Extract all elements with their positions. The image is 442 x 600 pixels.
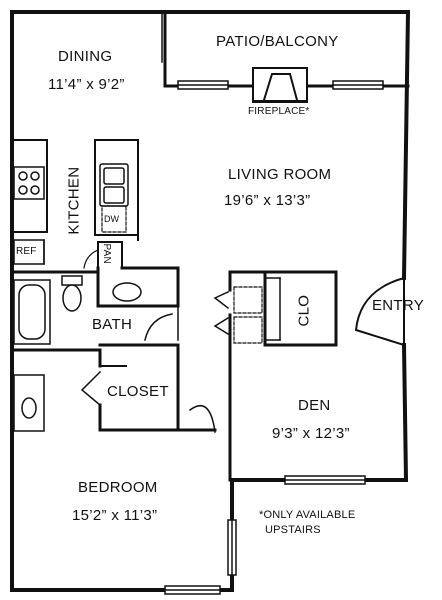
clo-interior bbox=[264, 277, 281, 341]
bedroom-window-right bbox=[227, 519, 237, 576]
closet-label: CLOSET bbox=[107, 383, 169, 400]
living-room-dims: 19’6” x 13’3” bbox=[224, 192, 311, 209]
living-room-label: LIVING ROOM bbox=[228, 166, 332, 183]
entry-label: ENTRY bbox=[372, 297, 425, 314]
dining-dims: 11’4” x 9’2” bbox=[48, 76, 125, 93]
bedroom-closet bbox=[13, 374, 45, 432]
bifold-doors bbox=[213, 291, 230, 336]
bedroom-window-bottom bbox=[164, 585, 221, 595]
bath-label: BATH bbox=[92, 316, 133, 333]
closet-walls bbox=[80, 343, 180, 432]
kitchen-sink-icon bbox=[99, 163, 129, 207]
bath-door bbox=[144, 305, 179, 341]
dining-label: DINING bbox=[58, 48, 113, 65]
closet-door bbox=[188, 405, 216, 433]
den-label: DEN bbox=[298, 397, 331, 414]
refrigerator-icon bbox=[13, 239, 45, 265]
bath-sink-icon bbox=[112, 282, 142, 302]
kitchen-label: KITCHEN bbox=[65, 166, 83, 235]
bedroom-dims: 15’2” x 11’3” bbox=[72, 507, 158, 524]
kitchen-counters bbox=[11, 139, 139, 241]
linen-shelves bbox=[233, 286, 263, 344]
fireplace-icon bbox=[252, 67, 308, 103]
entry-door bbox=[354, 276, 406, 347]
availability-note-line2: UPSTAIRS bbox=[265, 524, 321, 536]
fireplace-label: FIREPLACE* bbox=[248, 106, 310, 117]
bathtub-icon bbox=[13, 279, 51, 345]
refrigerator-label: REF bbox=[16, 246, 37, 257]
bedroom-label: BEDROOM bbox=[78, 479, 158, 496]
pantry-walls bbox=[83, 241, 123, 269]
bath-walls bbox=[10, 266, 180, 368]
availability-note-line1: *ONLY AVAILABLE bbox=[259, 509, 356, 521]
clo-label: CLO bbox=[295, 294, 313, 327]
stove-icon bbox=[13, 166, 45, 200]
toilet-icon bbox=[61, 275, 83, 312]
patio-windows bbox=[177, 80, 384, 90]
den-window bbox=[284, 475, 366, 485]
pantry-label: PAN bbox=[100, 243, 112, 264]
den-dims: 9’3” x 12’3” bbox=[272, 425, 350, 442]
dishwasher-icon bbox=[101, 205, 127, 233]
patio-label: PATIO/BALCONY bbox=[216, 33, 339, 50]
hall-closet-walls bbox=[228, 270, 338, 354]
dishwasher-label: DW bbox=[104, 214, 119, 224]
